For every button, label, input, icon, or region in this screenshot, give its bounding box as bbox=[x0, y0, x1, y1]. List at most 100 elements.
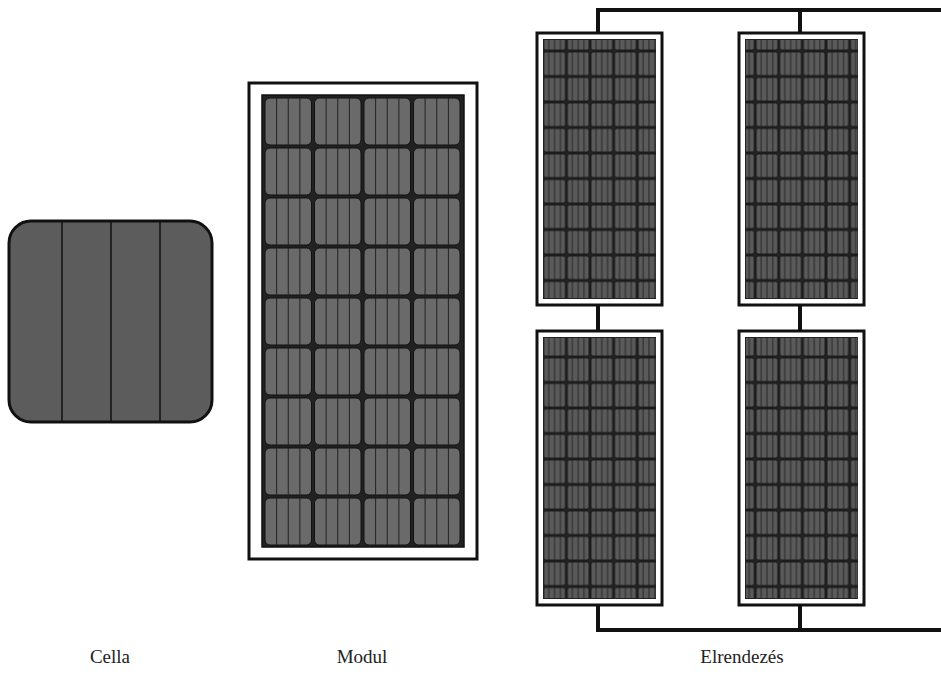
cell-busbar bbox=[387, 148, 388, 195]
module-cell bbox=[414, 398, 461, 445]
cell-busbar bbox=[337, 248, 338, 295]
cell-busbar bbox=[337, 148, 338, 195]
module-cell bbox=[265, 148, 312, 195]
cell-busbar bbox=[375, 448, 376, 495]
cell-busbar bbox=[337, 298, 338, 345]
module-cell bbox=[315, 348, 362, 395]
cell-busbar bbox=[425, 398, 426, 445]
cell-busbar bbox=[387, 348, 388, 395]
cell-busbar bbox=[398, 248, 399, 295]
cell-busbar bbox=[436, 298, 437, 345]
part-label: Elrendezés bbox=[700, 646, 783, 668]
cell-busbar bbox=[375, 498, 376, 545]
cell-busbar bbox=[276, 248, 277, 295]
cell-busbar bbox=[448, 298, 449, 345]
cell-busbar bbox=[425, 498, 426, 545]
cell-busbar bbox=[398, 498, 399, 545]
part-label: Modul bbox=[337, 646, 388, 668]
cell-busbar bbox=[349, 148, 350, 195]
cell-busbar bbox=[375, 348, 376, 395]
module-cell bbox=[364, 348, 411, 395]
module-cell bbox=[414, 448, 461, 495]
cell-busbar bbox=[375, 98, 376, 145]
cell-busbar bbox=[425, 198, 426, 245]
module-cell bbox=[315, 98, 362, 145]
solar-cell bbox=[9, 221, 212, 422]
cell-busbar bbox=[326, 448, 327, 495]
cell-busbar bbox=[326, 498, 327, 545]
cell-busbar bbox=[326, 198, 327, 245]
cell-busbar bbox=[387, 398, 388, 445]
cell-busbar bbox=[448, 248, 449, 295]
cell-busbar bbox=[299, 448, 300, 495]
cell-busbar bbox=[299, 248, 300, 295]
cell-busbar bbox=[436, 148, 437, 195]
cell-busbar bbox=[299, 198, 300, 245]
module-cell bbox=[315, 148, 362, 195]
cell-busbar bbox=[288, 348, 289, 395]
module-cell bbox=[265, 498, 312, 545]
cell-busbar bbox=[387, 248, 388, 295]
cell-busbar bbox=[276, 98, 277, 145]
module-cell bbox=[364, 198, 411, 245]
cell-busbar bbox=[326, 148, 327, 195]
module-cell bbox=[414, 98, 461, 145]
cell-busbar bbox=[387, 448, 388, 495]
cell-busbar bbox=[349, 348, 350, 395]
cell-busbar bbox=[448, 448, 449, 495]
cell-busbar bbox=[398, 448, 399, 495]
cell-busbar bbox=[398, 198, 399, 245]
cell-busbar bbox=[375, 298, 376, 345]
cell-busbar bbox=[398, 348, 399, 395]
cell-busbar bbox=[276, 448, 277, 495]
cell-busbar bbox=[276, 198, 277, 245]
cell-busbar bbox=[349, 448, 350, 495]
cell-busbar bbox=[425, 348, 426, 395]
cell-busbar bbox=[448, 98, 449, 145]
cell-busbar bbox=[288, 148, 289, 195]
cell-busbar bbox=[299, 498, 300, 545]
cell-busbar bbox=[349, 498, 350, 545]
cell-busbar bbox=[288, 448, 289, 495]
module-cell bbox=[364, 248, 411, 295]
cell-busbar bbox=[425, 448, 426, 495]
cell-busbar bbox=[387, 498, 388, 545]
module-cell bbox=[414, 198, 461, 245]
module-cell bbox=[265, 248, 312, 295]
cell-busbar bbox=[326, 398, 327, 445]
module-cell bbox=[265, 98, 312, 145]
cell-busbar bbox=[276, 298, 277, 345]
module-cell bbox=[315, 248, 362, 295]
cell-busbar bbox=[387, 298, 388, 345]
cell-busbar bbox=[326, 348, 327, 395]
cell-busbar bbox=[337, 398, 338, 445]
cell-busbar bbox=[276, 348, 277, 395]
module-cell bbox=[414, 298, 461, 345]
cell-busbar bbox=[436, 248, 437, 295]
cell-busbar bbox=[299, 398, 300, 445]
cell-busbar bbox=[337, 348, 338, 395]
module-cell bbox=[364, 98, 411, 145]
cell-busbar bbox=[299, 348, 300, 395]
cell-busbar bbox=[398, 398, 399, 445]
module-cell bbox=[364, 398, 411, 445]
module-cell bbox=[364, 498, 411, 545]
cell-busbar bbox=[425, 298, 426, 345]
module-cell bbox=[315, 498, 362, 545]
cell-busbar bbox=[448, 348, 449, 395]
solar-module bbox=[249, 83, 477, 559]
cell-busbar bbox=[375, 198, 376, 245]
cell-busbar bbox=[436, 98, 437, 145]
module-cell bbox=[414, 348, 461, 395]
cell-busbar bbox=[349, 298, 350, 345]
cell-busbar bbox=[288, 398, 289, 445]
cell-busbar bbox=[288, 198, 289, 245]
cell-busbar bbox=[448, 498, 449, 545]
cell-busbar bbox=[276, 498, 277, 545]
cell-busbar bbox=[276, 398, 277, 445]
cell-busbar bbox=[337, 498, 338, 545]
module-cell bbox=[265, 298, 312, 345]
module-cell bbox=[364, 298, 411, 345]
cell-busbar bbox=[326, 248, 327, 295]
